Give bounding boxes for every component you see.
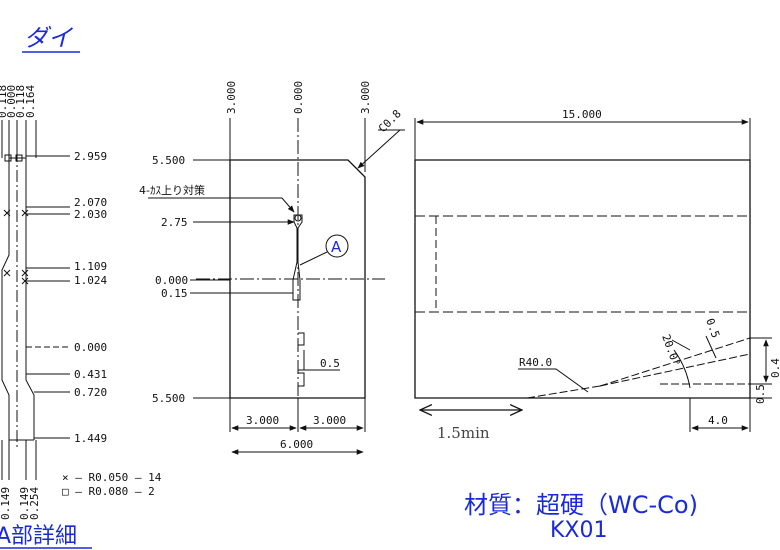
side-small-dim: 0.5 [703,317,722,340]
detail-dim-right-4: 1.024 [74,274,107,287]
detail-title: A部詳細 [0,524,92,549]
legend-line-1: □ — R0.080 — 2 [62,485,155,498]
material-block: 材質：超硬（WC-Co) KX01 [464,491,698,543]
detail-dim-top-0: 0.118 [0,85,9,118]
detail-dim-bottom-1: 0.149 [18,487,31,520]
front-dim-top-1: 0.000 [292,81,305,114]
front-dim-left-5: 5.500 [152,392,185,405]
detail-dim-right-7: 0.720 [74,386,107,399]
front-dim-left-2: 2.75 [161,216,188,229]
front-small-dim: 0.5 [320,357,340,370]
detail-title-text: A部詳細 [0,524,77,549]
title-text: ダイ [24,24,74,52]
front-dim-bottom-2: 6.000 [280,438,313,451]
side-min-note: 1.5min [437,424,490,442]
front-dim-left-4: 0.15 [161,287,188,300]
detail-view [1,120,70,480]
side-view [414,118,772,432]
detail-dim-right-0: 2.959 [74,150,107,163]
side-right-dim-a: 0.4 [769,358,780,378]
front-dim-left-3: 0.000 [155,274,188,287]
detail-bottom-dims: 0.149 0.149 0.254 [0,487,41,520]
drawing-title: ダイ [22,24,80,53]
side-right-dim-b: 0.5 [754,384,767,404]
detail-dim-bottom-0: 0.149 [0,487,12,520]
side-width-dim: 15.000 [562,108,602,121]
detail-dim-top-3: 0.164 [24,85,37,118]
front-dim-top-2: 3.000 [359,81,372,114]
front-dim-top-0: 3.000 [225,81,238,114]
material-grade: KX01 [550,518,608,543]
detail-dim-right-3: 1.109 [74,260,107,273]
side-radius-label: R40.0 [519,356,552,369]
detail-dim-right-5: 0.000 [74,341,107,354]
detail-dim-right-1: 2.070 [74,196,107,209]
side-view-labels: 15.000 R40.0 20.0° 0.5 0.4 0.5 4.0 1.5mi… [437,108,780,442]
side-angle-label: 20.0° [659,333,683,369]
detail-dim-top-2: 0.118 [14,85,27,118]
legend-line-0: × — R0.050 — 14 [62,471,162,484]
detail-dim-right-8: 1.449 [74,432,107,445]
front-dim-left-0: 5.500 [152,154,185,167]
detail-dim-top-1: 0.000 [5,85,18,118]
detail-right-dims: 2.959 2.070 2.030 1.109 1.024 0.000 0.43… [74,150,107,445]
detail-marker-a: A [331,238,342,256]
side-length-dim: 4.0 [708,414,728,427]
detail-dim-right-2: 2.030 [74,208,107,221]
front-note-label: 4-ｶｽ上り対策 [139,183,205,197]
detail-top-dims: 0.118 0.000 0.118 0.164 [0,85,37,118]
material-label: 材質：超硬（WC-Co) [464,491,698,519]
front-view [148,118,405,455]
front-dim-bottom-1: 3.000 [313,414,346,427]
front-dim-bottom-0: 3.000 [246,414,279,427]
detail-legend: × — R0.050 — 14 □ — R0.080 — 2 [62,471,162,498]
detail-dim-right-6: 0.431 [74,368,107,381]
front-view-labels: 3.000 0.000 3.000 C0.8 5.500 4-ｶｽ上り対策 2.… [139,81,404,451]
detail-dim-bottom-2: 0.254 [28,487,41,520]
